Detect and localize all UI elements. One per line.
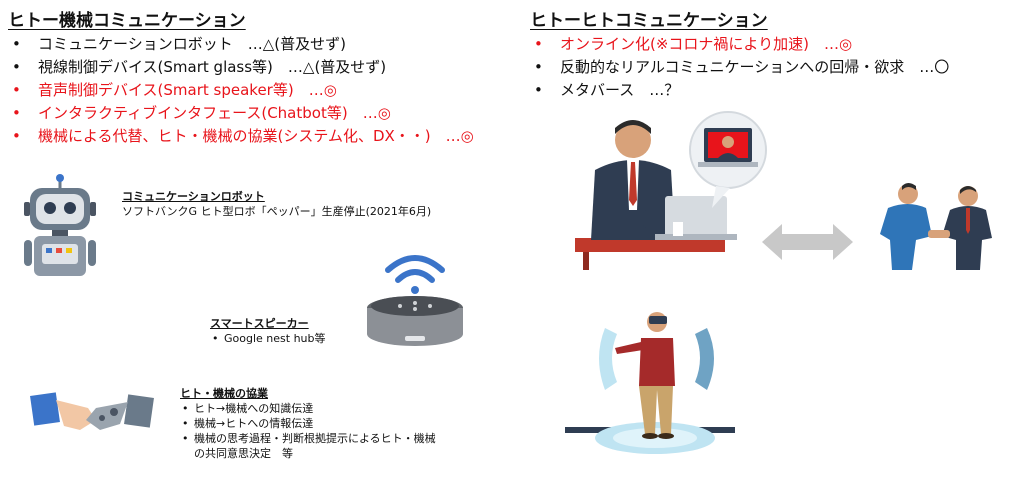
handshake-icon bbox=[30, 392, 154, 430]
robot-caption-title: コミュニケーションロボット bbox=[122, 190, 265, 203]
smart-speaker-icon bbox=[367, 255, 463, 346]
double-arrow-icon bbox=[762, 224, 853, 260]
collab-caption-item-1: ヒト→機械への知識伝達 bbox=[180, 401, 436, 416]
left-bullet-3: 音声制御デバイス(Smart speaker等) …◎ bbox=[8, 79, 474, 102]
left-bullet-4: インタラクティブインタフェース(Chatbot等) …◎ bbox=[8, 102, 474, 125]
collab-caption-item-2: 機械→ヒトへの情報伝達 bbox=[180, 416, 436, 431]
robot-icon bbox=[24, 174, 96, 276]
right-bullet-3: メタバース …？ bbox=[530, 79, 949, 102]
collab-caption-item-3-cont: の共同意思決定 等 bbox=[194, 447, 293, 460]
business-handshake-icon bbox=[880, 183, 992, 270]
video-call-icon bbox=[689, 111, 767, 208]
wifi-icon bbox=[385, 255, 445, 294]
left-heading: ヒトー機械コミュニケーション bbox=[8, 11, 246, 31]
robot-caption-line: ソフトバンクG ヒト型ロボ「ペッパー」生産停止(2021年6月) bbox=[122, 205, 432, 218]
right-bullet-1: オンライン化(※コロナ禍により加速) …◎ bbox=[530, 33, 949, 56]
speaker-caption: スマートスピーカー Google nest hub等 bbox=[210, 316, 326, 346]
office-worker-icon bbox=[575, 120, 737, 270]
collab-caption: ヒト・機械の協業 ヒト→機械への知識伝達 機械→ヒトへの情報伝達 機械の思考過程… bbox=[180, 386, 436, 461]
left-bullet-list: コミュニケーションロボット …△(普及せず) 視線制御デバイス(Smart gl… bbox=[8, 33, 474, 148]
left-bullet-1: コミュニケーションロボット …△(普及せず) bbox=[8, 33, 474, 56]
left-bullet-5: 機械による代替、ヒト・機械の協業(システム化、DX・・) …◎ bbox=[8, 125, 474, 148]
robot-caption: コミュニケーションロボット ソフトバンクG ヒト型ロボ「ペッパー」生産停止(20… bbox=[122, 189, 431, 219]
speaker-caption-item: Google nest hub等 bbox=[210, 331, 326, 346]
right-bullet-list: オンライン化(※コロナ禍により加速) …◎ 反動的なリアルコミュニケーションへの… bbox=[530, 33, 949, 102]
left-bullet-2: 視線制御デバイス(Smart glass等) …△(普及せず) bbox=[8, 56, 474, 79]
collab-caption-title: ヒト・機械の協業 bbox=[180, 387, 268, 400]
right-bullet-2: 反動的なリアルコミュニケーションへの回帰・欲求 …〇 bbox=[530, 56, 949, 79]
vr-user-icon bbox=[565, 312, 735, 454]
collab-caption-item-3: 機械の思考過程・判断根拠提示によるヒト・機械 bbox=[180, 431, 436, 446]
right-heading: ヒトーヒトコミュニケーション bbox=[530, 11, 768, 31]
speaker-caption-title: スマートスピーカー bbox=[210, 317, 309, 330]
